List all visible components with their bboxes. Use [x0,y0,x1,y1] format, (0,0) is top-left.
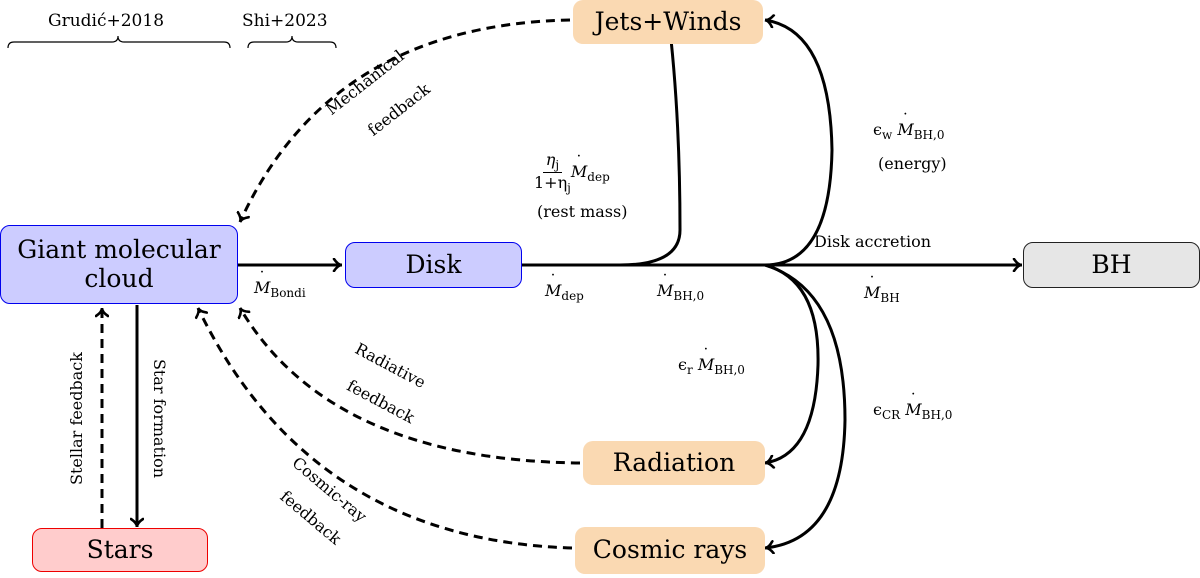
label-eps-w: ϵw MBH,0 [873,120,944,142]
edge-disk-jets-restmass [619,13,682,267]
brace-shi [247,35,337,49]
node-stars[interactable]: Stars [32,528,208,572]
edge-radiation-gmc [240,307,581,465]
edge-disk-radiation [764,263,820,463]
node-bh[interactable]: BH [1023,242,1200,288]
label-disk-accretion: Disk accretion [814,232,931,251]
label-mdot-bh0: MBH,0 [657,281,704,303]
edge-disk-jets-energy [765,20,834,267]
node-giant-molecular-cloud[interactable]: Giant molecular cloud [0,225,238,304]
label-jet-rest-mass-fraction: ηj 1+ηj Mdep [534,150,610,195]
label-eps-cr: ϵCR MBH,0 [873,400,952,422]
node-disk[interactable]: Disk [345,242,522,288]
label-mdot-dep: Mdep [545,281,584,303]
reference-shi-2023: Shi+2023 [242,11,328,31]
edge-disk-cosmic [764,263,847,548]
node-gmc-line1: Giant molecular [17,234,221,264]
node-radiation[interactable]: Radiation [583,441,765,485]
node-jets-winds[interactable]: Jets+Winds [573,0,763,44]
label-energy: (energy) [878,154,947,173]
reference-grudic-2018: Grudić+2018 [48,11,165,31]
label-star-formation: Star formation [150,358,170,479]
node-cosmic-rays[interactable]: Cosmic rays [575,527,765,574]
label-mdot-bh: MBH [864,283,900,305]
brace-grudic [7,35,231,49]
edge-jets-gmc [240,18,571,222]
label-rest-mass: (rest mass) [537,202,628,221]
fraction: ηj 1+ηj [534,150,571,195]
node-gmc-line2: cloud [84,263,154,293]
label-eps-r: ϵr MBH,0 [678,355,745,377]
label-mdot-bondi: MBondi [254,278,306,300]
label-stellar-feedback: Stellar feedback [66,352,86,485]
